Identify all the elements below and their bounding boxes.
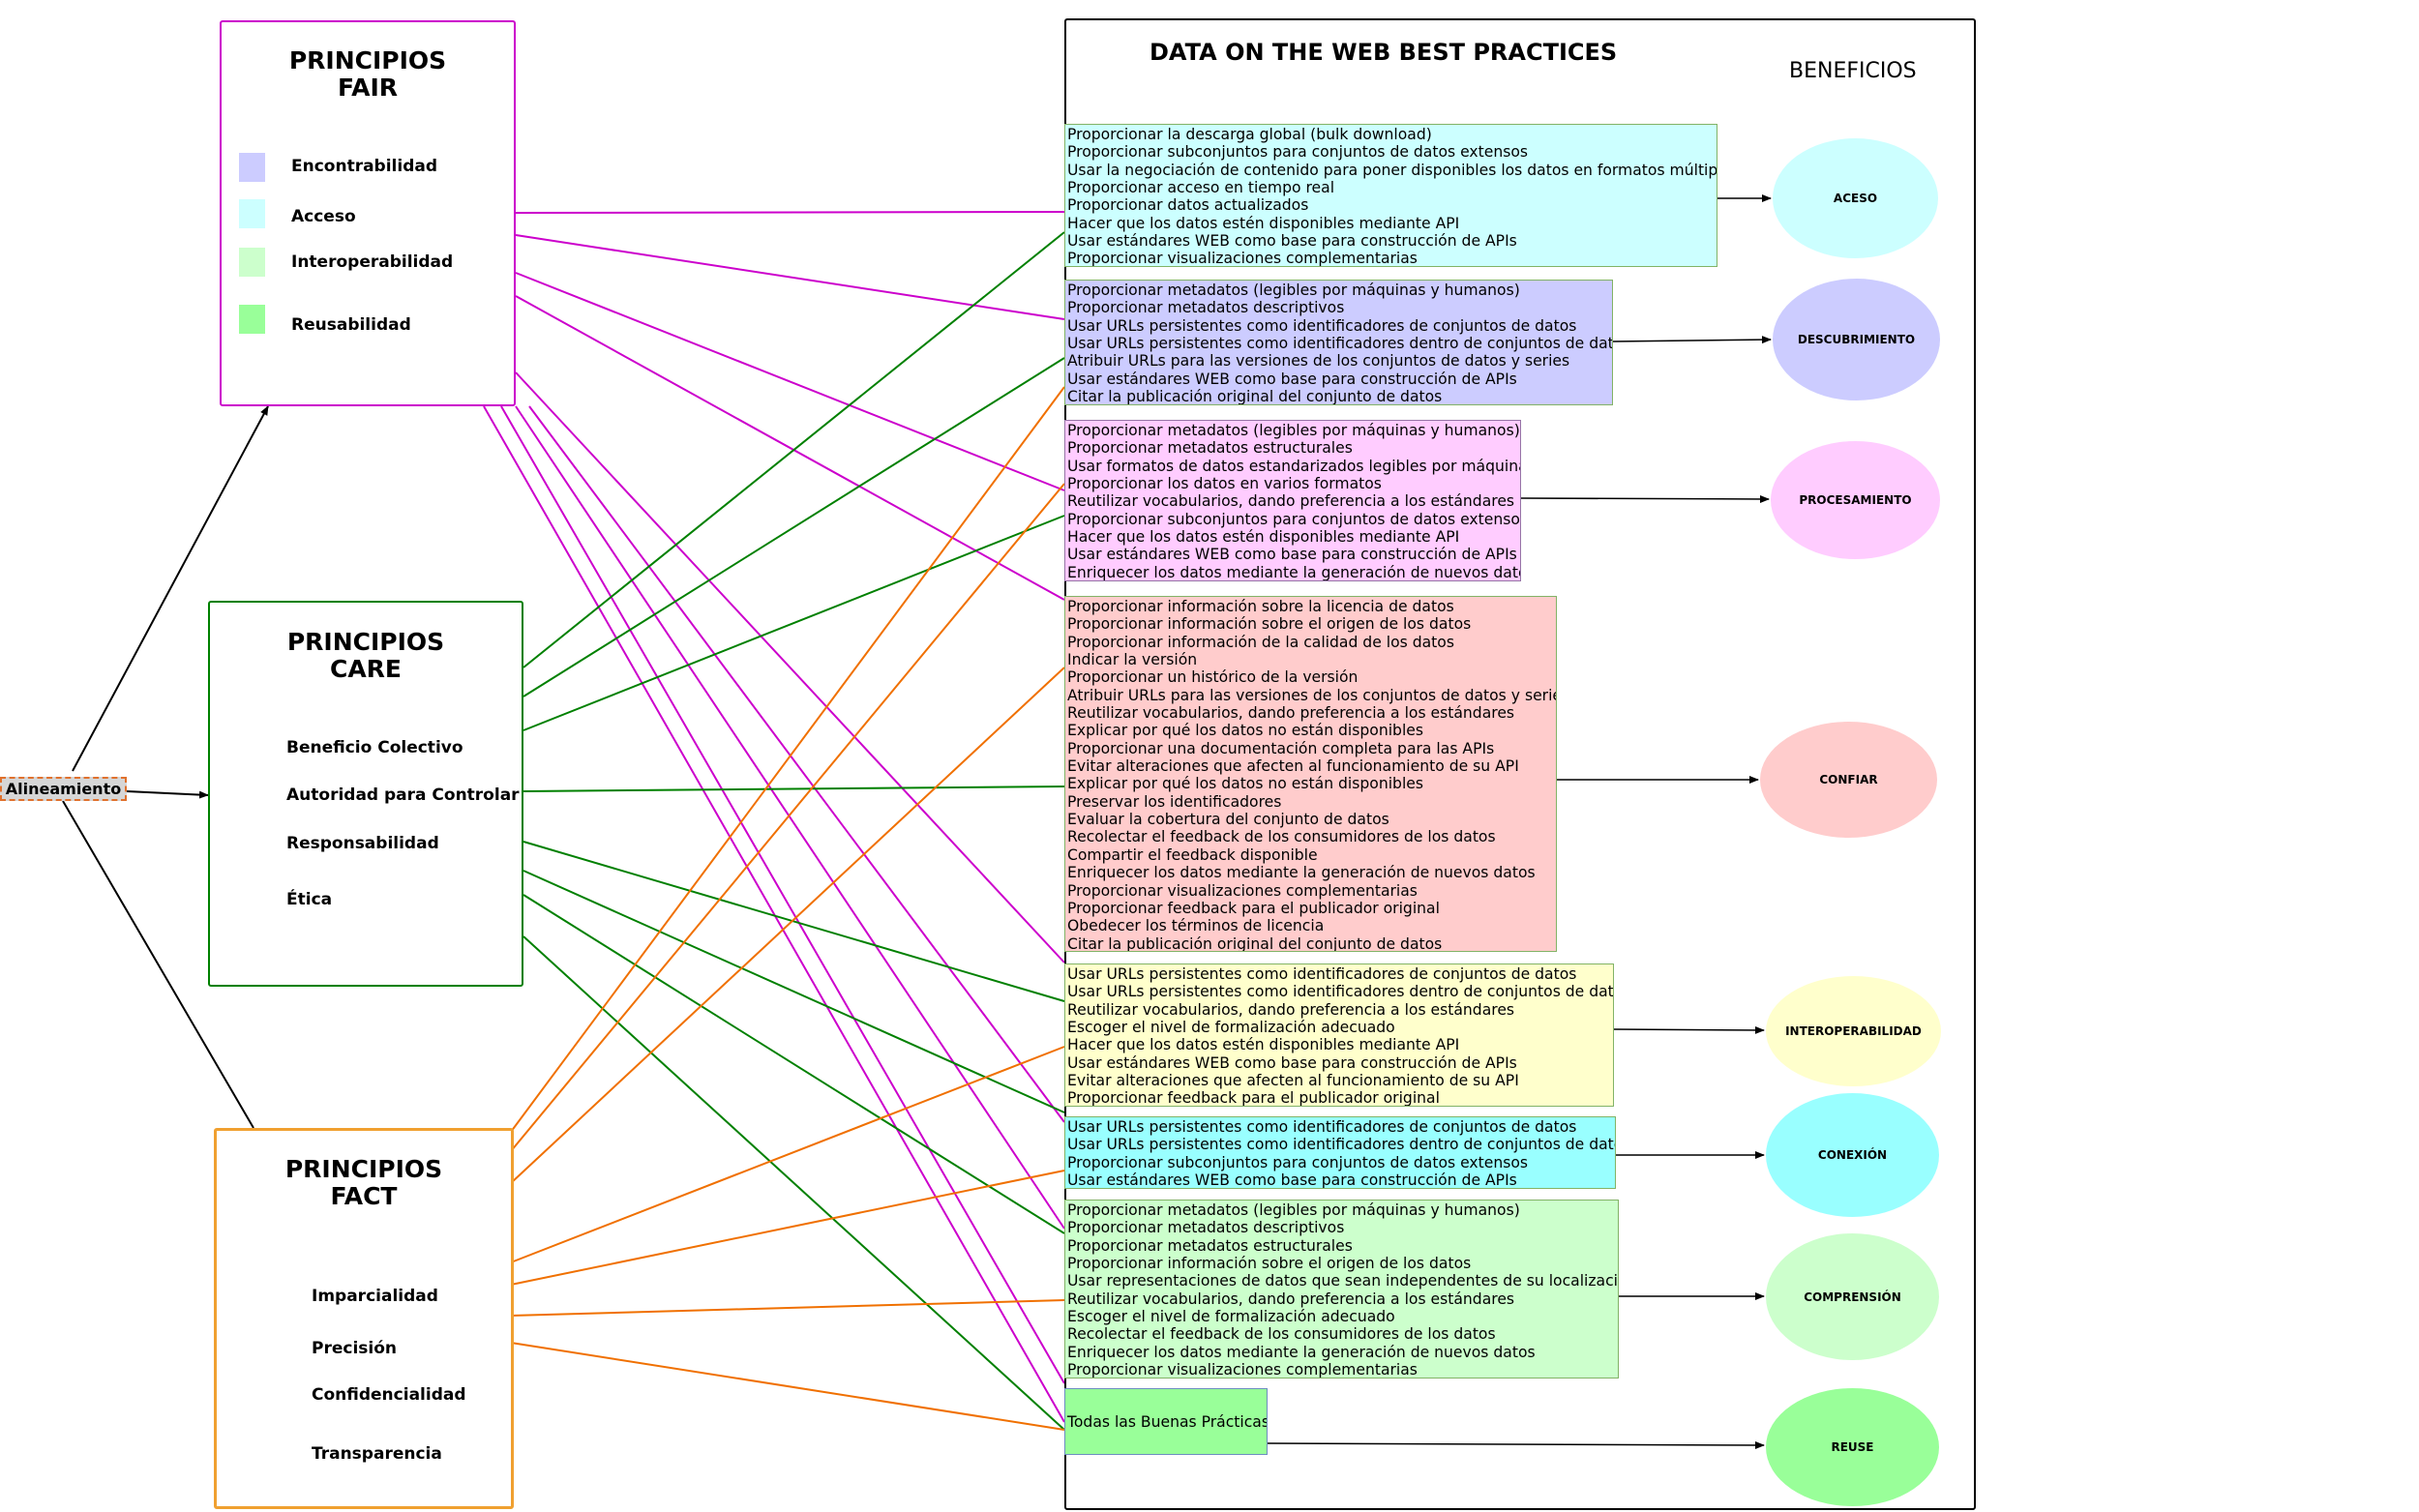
- fact-item-fairness: Imparcialidad: [312, 1287, 438, 1306]
- access-swatch: [239, 199, 265, 228]
- benefit-trust: CONFIAR: [1760, 722, 1937, 838]
- practices-trust: Proporcionar información sobre la licenc…: [1064, 596, 1557, 952]
- practices-reuse: Todas las Buenas Prácticas: [1064, 1388, 1268, 1455]
- benefit-arrows: [1267, 194, 1772, 1449]
- benefit-access: ACESO: [1773, 138, 1938, 258]
- findability-swatch: [239, 153, 265, 182]
- benefit-discovery: DESCUBRIMIENTO: [1773, 279, 1940, 400]
- fair-item-reusability: Reusabilidad: [291, 315, 411, 335]
- practices-comprehension: Proporcionar metadatos (legibles por máq…: [1064, 1200, 1619, 1379]
- practices-interoperability: Usar URLs persistentes como identificado…: [1064, 964, 1614, 1107]
- practices-connection: Usar URLs persistentes como identificado…: [1064, 1116, 1616, 1189]
- fact-item-confidentiality: Confidencialidad: [312, 1385, 466, 1405]
- care-item-collective-benefit: Beneficio Colectivo: [286, 738, 463, 757]
- benefit-processing: PROCESAMIENTO: [1771, 441, 1940, 559]
- fair-connections: [483, 211, 1065, 1423]
- align-to-care-arrow: [126, 790, 209, 799]
- benefit-connection: CONEXIÓN: [1766, 1093, 1939, 1217]
- align-to-fact-line: [62, 800, 254, 1129]
- benefits-header: BENEFICIOS: [1789, 59, 1917, 83]
- care-item-responsibility: Responsabilidad: [286, 834, 439, 853]
- care-item-ethics: Ética: [286, 890, 333, 909]
- fact-item-transparency: Transparencia: [312, 1444, 442, 1464]
- reusability-swatch: [239, 305, 265, 334]
- fact-connections: [510, 386, 1065, 1431]
- practices-access: Proporcionar la descarga global (bulk do…: [1064, 124, 1717, 267]
- care-item-authority-to-control: Autoridad para Controlar: [286, 786, 520, 805]
- benefit-comprehension: COMPRENSIÓN: [1766, 1233, 1939, 1360]
- fact-item-accuracy: Precisión: [312, 1339, 398, 1358]
- dwbp-title: DATA ON THE WEB BEST PRACTICES: [1150, 39, 1618, 66]
- alignment-node: Alineamiento: [0, 777, 127, 801]
- care-connections: [523, 231, 1065, 1431]
- practices-discovery: Proporcionar metadatos (legibles por máq…: [1064, 280, 1613, 405]
- benefit-reuse: REUSE: [1766, 1388, 1939, 1506]
- interoperability-swatch: [239, 248, 265, 277]
- benefit-interoperability: INTEROPERABILIDAD: [1766, 976, 1941, 1086]
- fair-item-findability: Encontrabilidad: [291, 157, 438, 176]
- practices-processing: Proporcionar metadatos (legibles por máq…: [1064, 420, 1521, 581]
- fair-item-interoperability: Interoperabilidad: [291, 252, 454, 272]
- align-to-fair-arrow: [72, 405, 269, 772]
- fair-item-access: Acceso: [291, 207, 356, 226]
